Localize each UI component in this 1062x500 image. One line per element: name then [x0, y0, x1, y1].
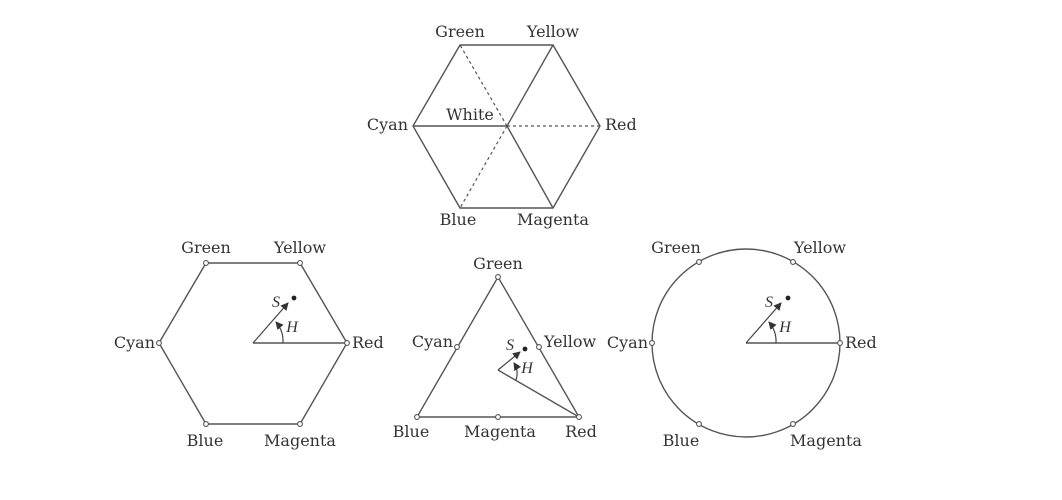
circle-label-magenta: Magenta — [790, 431, 862, 450]
white-magenta-line — [506, 125, 554, 209]
hexagon-label-h: H — [285, 319, 299, 336]
top-label-red: Red — [605, 115, 637, 134]
hexagon-saturation-vector — [252, 302, 289, 344]
hexagon-color-point — [291, 295, 297, 301]
hexagon-hue-angle-arc — [275, 321, 284, 344]
triangle-label-magenta: Magenta — [464, 422, 536, 441]
circle-vertex-red — [837, 340, 843, 346]
circle-hue-angle-arc — [768, 321, 777, 344]
hexagon-label-red: Red — [352, 333, 384, 352]
triangle-vertex-green — [495, 274, 501, 280]
triangle-label-red: Red — [565, 422, 597, 441]
triangle-label-blue: Blue — [393, 422, 430, 441]
triangle-hue-angle-arc — [513, 362, 522, 381]
top-hexagon: Green Yellow Cyan Red Blue Magenta White — [367, 22, 637, 229]
white-green-dashed-line — [459, 44, 508, 127]
circle-saturation-vector — [745, 302, 782, 344]
triangle-label-green: Green — [473, 254, 523, 273]
circle-color-point — [785, 295, 791, 301]
triangle-vertex-red — [576, 414, 582, 420]
triangle-hue-reference-line — [497, 369, 580, 418]
triangle-label-cyan: Cyan — [412, 332, 453, 351]
hexagon-vertex-magenta — [297, 421, 303, 427]
circle-vertex-green — [696, 259, 702, 265]
white-blue-dashed-line — [459, 125, 508, 209]
triangle-vertex-cyan — [454, 344, 460, 350]
circle-label-h: H — [778, 319, 792, 336]
top-label-magenta: Magenta — [517, 210, 589, 229]
triangle-label-h: H — [520, 360, 534, 377]
top-label-cyan: Cyan — [367, 115, 408, 134]
top-label-blue: Blue — [440, 210, 477, 229]
white-yellow-line — [506, 44, 554, 127]
top-label-white: White — [446, 105, 494, 124]
hexagon-vertex-blue — [203, 421, 209, 427]
circle-label-green: Green — [651, 238, 701, 257]
top-label-yellow: Yellow — [526, 22, 580, 41]
hexagon-label-green: Green — [181, 238, 231, 257]
top-label-green: Green — [435, 22, 485, 41]
circle-label-yellow: Yellow — [793, 238, 847, 257]
hexagon-label-s: S — [272, 294, 280, 311]
triangle-vertex-blue — [414, 414, 420, 420]
triangle-label-s: S — [506, 337, 514, 354]
hexagon-vertex-yellow — [297, 260, 303, 266]
hexagon-vertex-cyan — [156, 340, 162, 346]
circle-vertex-yellow — [790, 259, 796, 265]
circle-label-cyan: Cyan — [607, 333, 648, 352]
triangle-color-point — [522, 346, 528, 352]
triangle-vertex-yellow — [536, 344, 542, 350]
circle-label-red: Red — [845, 333, 877, 352]
triangle-saturation-vector — [497, 351, 521, 371]
triangle-hsi-plane: Green Cyan Yellow Blue Magenta Red S H — [393, 254, 597, 441]
circle-vertex-cyan — [649, 340, 655, 346]
hexagon-hsi-plane: Green Yellow Cyan Red Blue Magenta S H — [114, 238, 384, 450]
circle-vertex-magenta — [790, 421, 796, 427]
hexagon-vertex-green — [203, 260, 209, 266]
hexagon-label-blue: Blue — [187, 431, 224, 450]
circle-hsi-plane: Green Yellow Cyan Red Blue Magenta S H — [607, 238, 877, 450]
circle-label-s: S — [765, 294, 773, 311]
triangle-label-yellow: Yellow — [543, 332, 597, 351]
hexagon-vertex-red — [344, 340, 350, 346]
circle-label-blue: Blue — [663, 431, 700, 450]
hexagon-label-cyan: Cyan — [114, 333, 155, 352]
hexagon-label-yellow: Yellow — [273, 238, 327, 257]
hexagon-label-magenta: Magenta — [264, 431, 336, 450]
triangle-vertex-magenta — [495, 414, 501, 420]
circle-vertex-blue — [696, 421, 702, 427]
